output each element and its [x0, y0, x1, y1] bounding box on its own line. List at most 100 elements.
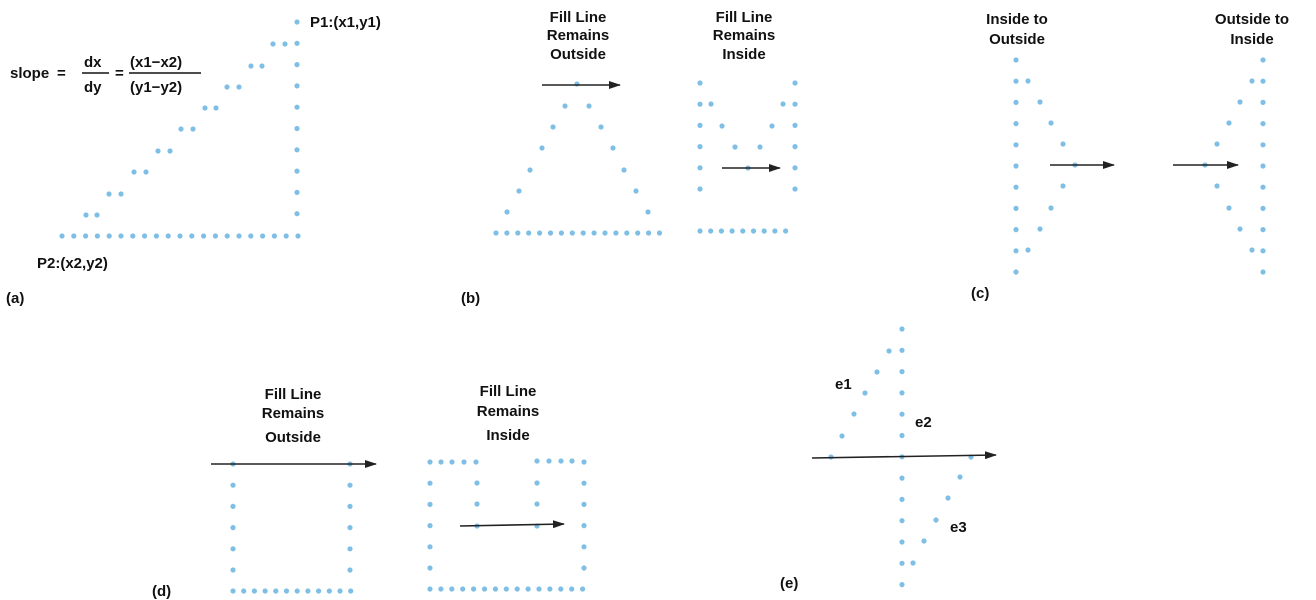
raster-pixel	[621, 167, 627, 173]
raster-pixel	[1048, 120, 1054, 126]
raster-pixel	[792, 144, 798, 150]
raster-pixel	[581, 459, 587, 465]
raster-pixel	[294, 83, 300, 89]
raster-pixel	[224, 84, 230, 90]
raster-pixel	[1249, 247, 1255, 253]
raster-pixel	[213, 105, 219, 111]
raster-pixel	[656, 230, 663, 236]
d-inside-caption-line1: Fill Line	[480, 383, 537, 400]
raster-pixel	[1260, 269, 1266, 275]
raster-pixel	[539, 145, 545, 151]
raster-pixel	[697, 186, 703, 192]
raster-pixel	[697, 165, 703, 171]
raster-pixel	[230, 525, 236, 531]
raster-pixel	[581, 544, 587, 550]
raster-pixel	[236, 84, 242, 90]
raster-pixel	[481, 586, 488, 592]
raster-pixel	[562, 103, 568, 109]
d-inside-caption-line2: Remains	[477, 403, 540, 420]
panel-d: Fill Line Remains Outside Fill Line Rema…	[152, 383, 587, 600]
raster-pixel	[1260, 99, 1266, 105]
raster-pixel	[1037, 99, 1043, 105]
raster-pixel	[1013, 121, 1019, 127]
raster-pixel	[899, 432, 905, 439]
raster-pixel	[294, 19, 300, 25]
raster-pixel	[347, 546, 353, 552]
raster-pixel	[427, 523, 433, 529]
raster-pixel	[1025, 247, 1031, 253]
panel-d-dots	[230, 458, 587, 594]
raster-pixel	[438, 459, 444, 465]
raster-pixel	[155, 148, 161, 154]
raster-pixel	[957, 474, 963, 480]
raster-pixel	[1025, 78, 1031, 84]
raster-pixel	[899, 518, 905, 524]
raster-pixel	[1237, 99, 1243, 105]
raster-pixel	[1013, 57, 1019, 63]
raster-pixel	[474, 501, 480, 507]
raster-pixel	[945, 495, 951, 501]
raster-pixel	[71, 233, 77, 239]
raster-pixel	[295, 233, 301, 239]
slope-dy: dy	[84, 79, 102, 96]
raster-pixel	[697, 228, 703, 234]
raster-pixel	[574, 81, 580, 87]
raster-pixel	[118, 233, 124, 239]
raster-pixel	[294, 189, 300, 195]
raster-pixel	[792, 186, 798, 192]
raster-pixel	[534, 480, 540, 486]
raster-pixel	[624, 230, 630, 236]
d-inside-caption-line3: Inside	[486, 427, 529, 444]
panel-c: Inside to Outside Outside to Inside (c)	[971, 11, 1289, 302]
raster-pixel	[740, 228, 746, 234]
raster-pixel	[449, 586, 455, 592]
raster-pixel	[143, 169, 149, 175]
raster-pixel	[1237, 226, 1243, 232]
raster-pixel	[427, 544, 433, 550]
slope-equals-2: =	[115, 65, 124, 82]
raster-pixel	[1013, 78, 1019, 84]
raster-pixel	[580, 230, 586, 236]
slope-denominator: (y1−y2)	[130, 79, 182, 96]
raster-pixel	[910, 560, 916, 566]
raster-pixel	[1260, 205, 1266, 211]
raster-pixel	[1226, 120, 1232, 126]
raster-pixel	[886, 348, 892, 354]
b-outside-caption-line2: Remains	[547, 27, 610, 44]
raster-pixel	[697, 122, 703, 128]
panel-e: e1 e2 e3 (e)	[780, 326, 997, 592]
raster-pixel	[1013, 205, 1019, 211]
raster-pixel	[94, 212, 100, 218]
raster-pixel	[792, 80, 798, 86]
raster-pixel	[899, 411, 905, 417]
raster-pixel	[248, 63, 254, 69]
c-outside-to-inside-line2: Inside	[1230, 31, 1273, 48]
raster-pixel	[569, 458, 575, 464]
raster-pixel	[347, 567, 353, 573]
raster-pixel	[177, 233, 183, 239]
raster-pixel	[236, 233, 242, 239]
raster-pixel	[558, 230, 565, 236]
raster-pixel	[534, 501, 540, 507]
raster-pixel	[294, 168, 300, 174]
raster-pixel	[1013, 99, 1019, 105]
point-p1-label: P1:(x1,y1)	[310, 14, 381, 31]
raster-pixel	[899, 326, 905, 332]
raster-pixel	[189, 233, 195, 239]
raster-pixel	[1214, 183, 1220, 189]
raster-pixel	[839, 433, 845, 439]
raster-pixel	[294, 211, 300, 217]
raster-pixel	[283, 588, 290, 594]
raster-pixel	[899, 369, 905, 375]
d-fill-line-arrow-inside	[459, 520, 565, 529]
raster-pixel	[783, 228, 789, 234]
slope-equals-1: =	[57, 65, 66, 82]
raster-pixel	[474, 480, 480, 486]
raster-pixel	[326, 588, 332, 594]
raster-pixel	[874, 369, 880, 375]
raster-pixel	[230, 588, 236, 594]
raster-pixel	[503, 586, 509, 592]
raster-pixel	[729, 228, 735, 234]
d-outside-caption-line3: Outside	[265, 429, 321, 446]
